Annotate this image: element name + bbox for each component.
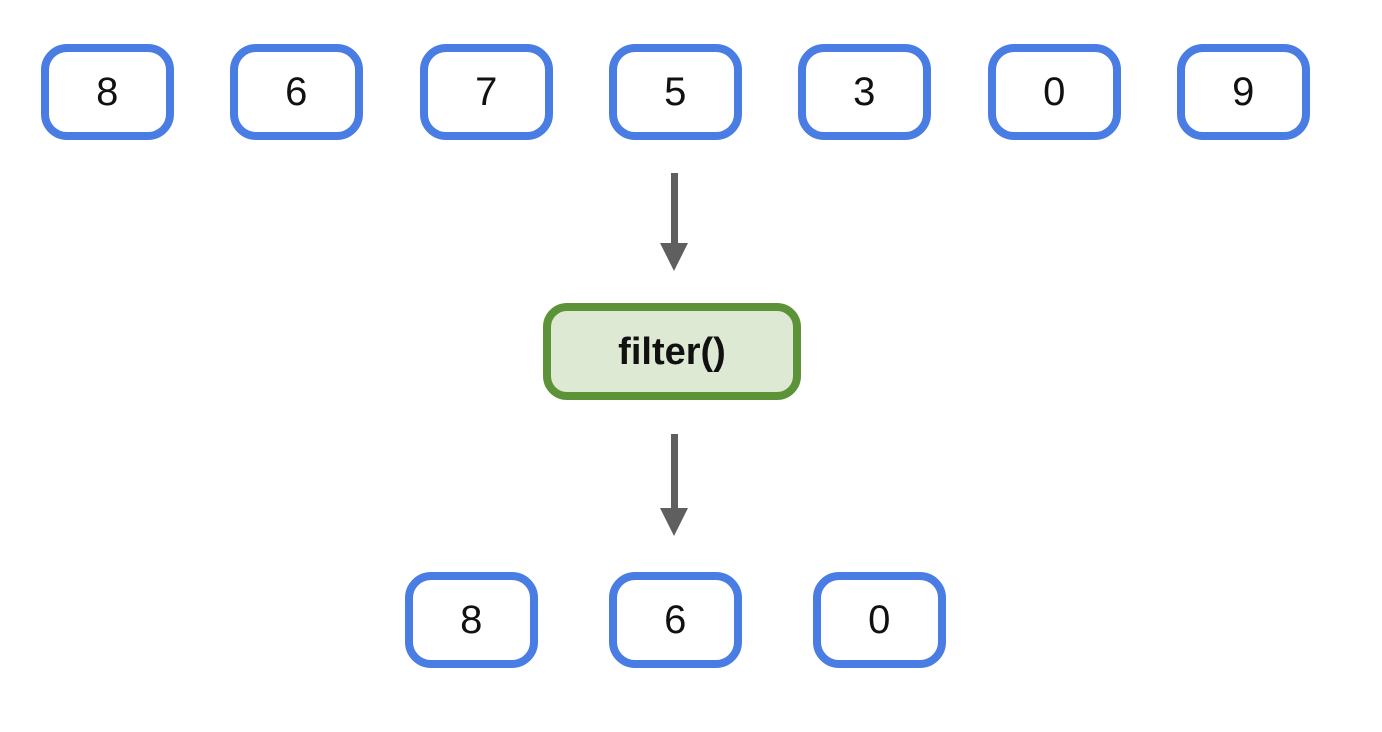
arrow-head [660,508,688,536]
output-box: 0 [813,572,946,668]
input-value: 9 [1232,70,1255,114]
input-box: 7 [420,44,553,140]
down-arrow-icon [660,173,688,271]
input-value: 6 [285,70,308,114]
arrow-shaft [670,173,678,243]
output-value: 6 [664,598,687,642]
input-value: 8 [96,70,119,114]
filter-operation-box: filter() [543,303,801,400]
input-box: 9 [1177,44,1310,140]
input-box: 3 [798,44,931,140]
input-box: 6 [230,44,363,140]
arrow-head [660,243,688,271]
input-box: 8 [41,44,174,140]
input-value: 5 [664,70,687,114]
down-arrow-icon [660,434,688,536]
arrow-shaft [670,434,678,508]
output-box: 8 [405,572,538,668]
input-box: 0 [988,44,1121,140]
input-value: 7 [475,70,498,114]
input-box: 5 [609,44,742,140]
input-value: 0 [1043,70,1066,114]
output-value: 0 [868,598,891,642]
output-value: 8 [460,598,483,642]
filter-operation-label: filter() [618,330,726,373]
input-value: 3 [853,70,876,114]
output-box: 6 [609,572,742,668]
